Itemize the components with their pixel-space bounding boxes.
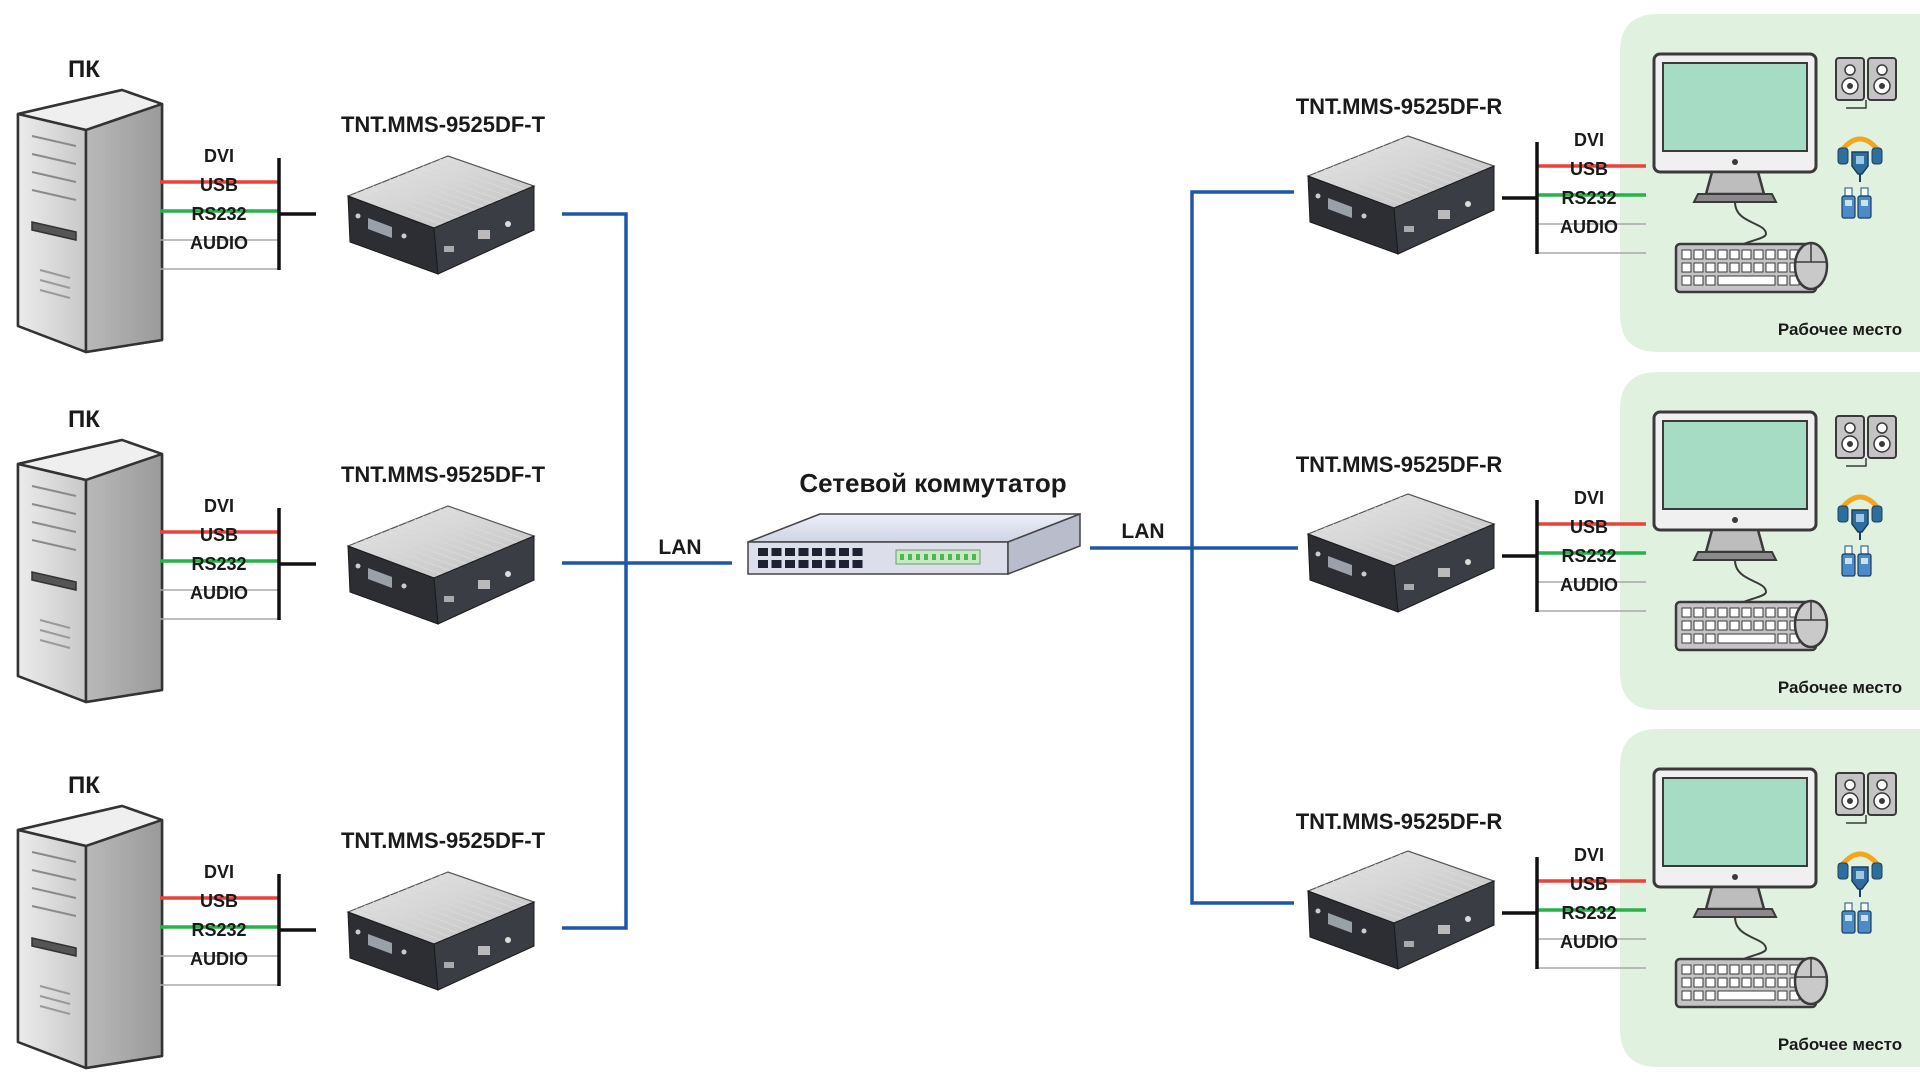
signal-label-audio: AUDIO [1560,575,1618,595]
pc-label: ПК [68,772,100,799]
pc-tower-icon [16,88,164,354]
workstation-label: Рабочее место [1777,320,1903,339]
signal-label-rs232: RS232 [1561,546,1617,566]
receiver-label: TNT.MMS-9525DF-R [1295,809,1503,834]
lan-label-left: LAN [658,536,702,559]
monitor-icon [1652,52,1818,253]
signal-label-dvi: DVI [1573,130,1605,150]
signal-label-dvi: DVI [203,146,235,166]
signal-label-dvi: DVI [203,496,235,516]
signal-connector [1502,500,1646,612]
receiver-device-icon [1306,850,1496,970]
transmitter-device-icon [346,155,536,275]
lan-cable-left-bus [562,212,628,930]
mouse-icon [1793,956,1829,1006]
signal-label-usb: USB [1569,159,1609,179]
signal-label-rs232: RS232 [1561,903,1617,923]
network-switch-icon [747,512,1081,576]
transmitter-device-icon [346,871,536,991]
signal-label-usb: USB [199,891,239,911]
signal-label-rs232: RS232 [191,920,247,940]
signal-label-rs232: RS232 [1561,188,1617,208]
signal-label-dvi: DVI [1573,845,1605,865]
signal-label-rs232: RS232 [191,554,247,574]
usb-flash-icon [1841,187,1872,219]
speakers-icon [1835,57,1897,109]
signal-label-audio: AUDIO [1560,217,1618,237]
signal-label-usb: USB [199,525,239,545]
signal-connector [1502,857,1646,969]
signal-label-audio: AUDIO [190,233,248,253]
pc-tower-icon [16,804,164,1070]
signal-connector [160,158,316,270]
pc-label: ПК [68,406,100,433]
signal-connector [160,508,316,620]
transmitter-label: TNT.MMS-9525DF-T [340,828,546,853]
monitor-icon [1652,767,1818,968]
signal-label-audio: AUDIO [190,583,248,603]
workstation-label: Рабочее место [1777,678,1903,697]
pc-tower-icon [16,438,164,704]
receiver-label: TNT.MMS-9525DF-R [1295,94,1503,119]
receiver-device-icon [1306,135,1496,255]
speakers-icon [1835,415,1897,467]
signal-label-dvi: DVI [1573,488,1605,508]
headset-icon [1837,851,1883,897]
signal-connector [1502,142,1646,254]
signal-label-audio: AUDIO [190,949,248,969]
signal-label-usb: USB [199,175,239,195]
workstation-label: Рабочее место [1777,1035,1903,1054]
mouse-icon [1793,599,1829,649]
switch-label: Сетевой коммутатор [799,468,1067,498]
transmitter-label: TNT.MMS-9525DF-T [340,112,546,137]
usb-flash-icon [1841,902,1872,934]
transmitter-device-icon [346,505,536,625]
receiver-device-icon [1306,493,1496,613]
pc-label: ПК [68,56,100,83]
signal-label-usb: USB [1569,874,1609,894]
lan-label-right: LAN [1121,520,1165,543]
receiver-label: TNT.MMS-9525DF-R [1295,452,1503,477]
headset-icon [1837,136,1883,182]
signal-label-dvi: DVI [203,862,235,882]
headset-icon [1837,494,1883,540]
usb-flash-icon [1841,545,1872,577]
signal-label-rs232: RS232 [191,204,247,224]
speakers-icon [1835,772,1897,824]
mouse-icon [1793,241,1829,291]
transmitter-label: TNT.MMS-9525DF-T [340,462,546,487]
signal-label-audio: AUDIO [1560,932,1618,952]
signal-label-usb: USB [1569,517,1609,537]
signal-connector [160,874,316,986]
monitor-icon [1652,410,1818,611]
